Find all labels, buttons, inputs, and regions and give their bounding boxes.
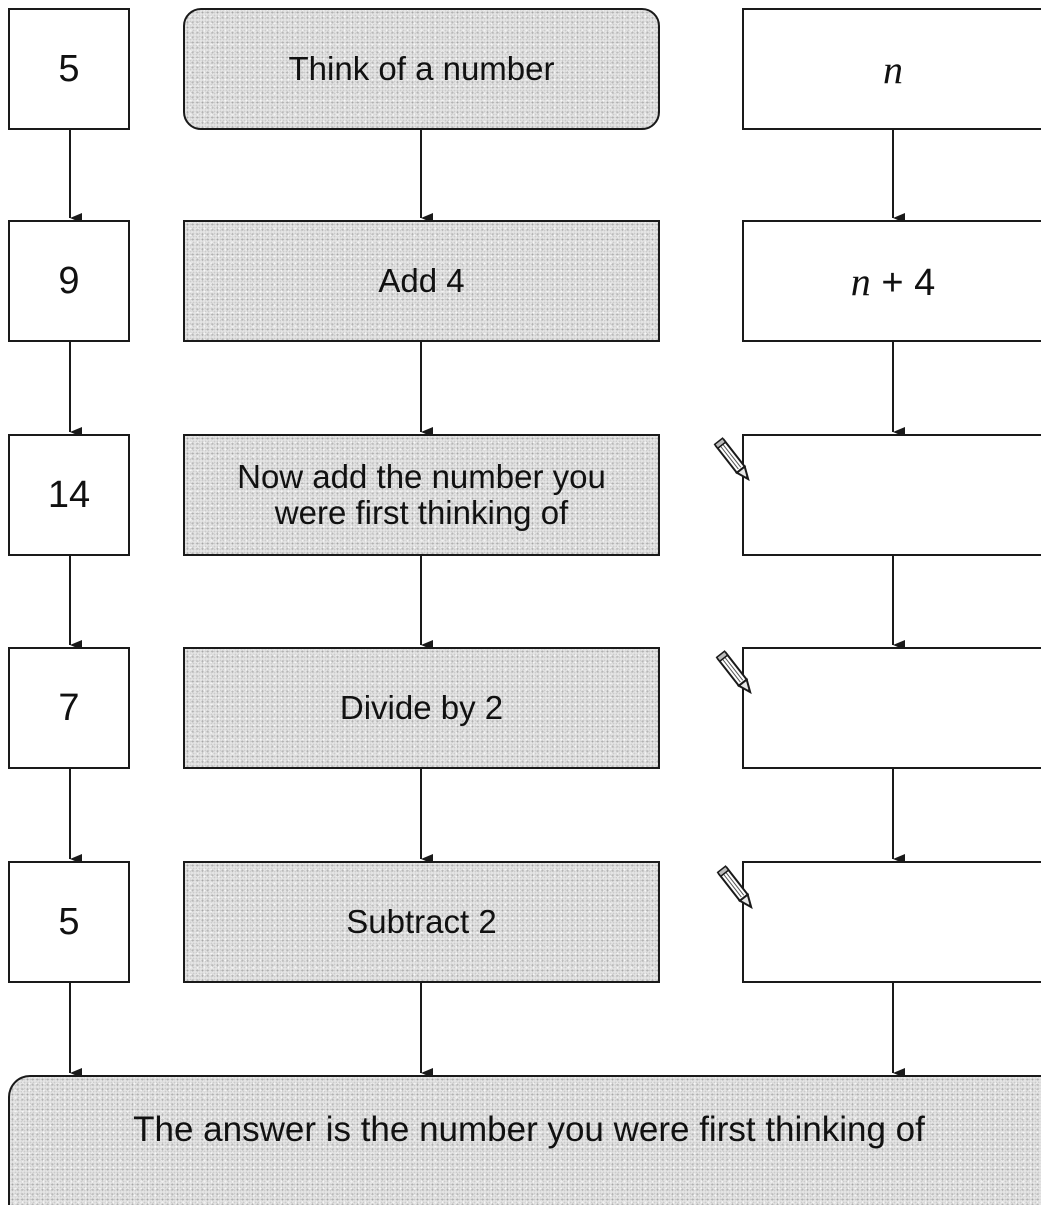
step-box: Add 4 xyxy=(183,220,660,342)
numeric-example-value: 7 xyxy=(58,686,80,729)
algebra-box: n xyxy=(742,8,1041,130)
step-box: Subtract 2 xyxy=(183,861,660,983)
numeric-example-value: 5 xyxy=(58,47,80,90)
step-box: Divide by 2 xyxy=(183,647,660,769)
algebra-answer-box[interactable] xyxy=(742,647,1041,769)
numeric-example-box: 5 xyxy=(8,8,130,130)
algebra-expression: n xyxy=(883,46,903,93)
conclusion-text: The answer is the number you were first … xyxy=(133,1109,925,1149)
numeric-example-box: 14 xyxy=(8,434,130,556)
algebra-answer-box[interactable] xyxy=(742,861,1041,983)
numeric-example-value: 14 xyxy=(47,473,91,516)
numeric-example-box: 9 xyxy=(8,220,130,342)
numeric-example-box: 5 xyxy=(8,861,130,983)
algebra-variable: n xyxy=(850,258,871,304)
algebra-rest: + 4 xyxy=(870,261,936,304)
algebra-variable: n xyxy=(883,46,903,92)
pencil-icon xyxy=(716,865,753,910)
pencil-icon xyxy=(713,437,750,482)
algebra-answer-box[interactable] xyxy=(742,434,1041,556)
step-label: Subtract 2 xyxy=(346,902,497,940)
numeric-example-value: 9 xyxy=(58,259,80,302)
algebra-expression: n + 4 xyxy=(851,258,935,305)
numeric-example-value: 5 xyxy=(58,900,80,943)
step-box-start: Think of a number xyxy=(183,8,660,130)
step-label: Think of a number xyxy=(288,49,555,87)
step-label: Divide by 2 xyxy=(339,688,504,726)
step-label: Add 4 xyxy=(378,261,465,299)
conclusion-box: The answer is the number you were first … xyxy=(8,1075,1041,1205)
algebra-box: n + 4 xyxy=(742,220,1041,342)
step-box: Now add the number you were first thinki… xyxy=(183,434,660,556)
numeric-example-box: 7 xyxy=(8,647,130,769)
pencil-icon xyxy=(715,650,752,695)
step-label: Now add the number you were first thinki… xyxy=(237,457,606,531)
